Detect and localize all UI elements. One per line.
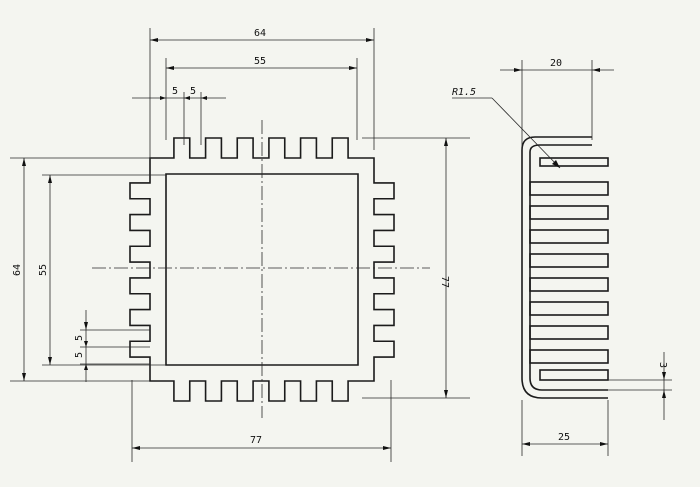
side-fin-plate bbox=[529, 325, 609, 340]
fin-comb-outline bbox=[129, 137, 395, 402]
dim-right-height: 77 bbox=[439, 276, 450, 288]
dim-top-inner: 55 bbox=[254, 56, 266, 67]
side-fin-plate bbox=[529, 349, 609, 364]
dim-left-fin-b: 5 bbox=[74, 352, 85, 358]
side-fin-plate bbox=[529, 301, 609, 316]
dim-fin-gap: 5 bbox=[190, 86, 196, 97]
bottom-tab-plate bbox=[539, 369, 609, 381]
bottom-bent-tab bbox=[521, 377, 608, 399]
dim-side-width-top: 20 bbox=[550, 58, 562, 69]
dim-top-outer: 64 bbox=[254, 28, 266, 39]
top-tab-inner bbox=[529, 144, 592, 172]
side-dimensions: 20 R1.5 25 3 bbox=[452, 58, 672, 456]
front-dimensions: 64 55 5 5 64 55 bbox=[10, 28, 470, 462]
side-fin-plates bbox=[529, 181, 609, 364]
dim-fin-width: 5 bbox=[172, 86, 178, 97]
side-fin-plate bbox=[529, 277, 609, 292]
dim-left-inner: 55 bbox=[38, 264, 49, 276]
side-fin-plate bbox=[529, 205, 609, 220]
dim-left-outer: 64 bbox=[12, 264, 23, 276]
dim-left-fin-a: 5 bbox=[74, 335, 85, 341]
side-fin-plate bbox=[529, 229, 609, 244]
dim-side-thickness: 3 bbox=[657, 362, 668, 368]
bottom-tab-inner bbox=[529, 377, 608, 391]
dim-bottom-width: 77 bbox=[250, 435, 262, 446]
front-view bbox=[92, 120, 430, 418]
side-fin-plate bbox=[529, 253, 609, 268]
dim-side-width-bottom: 25 bbox=[558, 432, 570, 443]
top-tab-plate bbox=[539, 157, 609, 167]
side-fin-plate bbox=[529, 181, 609, 196]
side-view bbox=[521, 136, 609, 399]
dim-bend-radius: R1.5 bbox=[452, 87, 476, 98]
